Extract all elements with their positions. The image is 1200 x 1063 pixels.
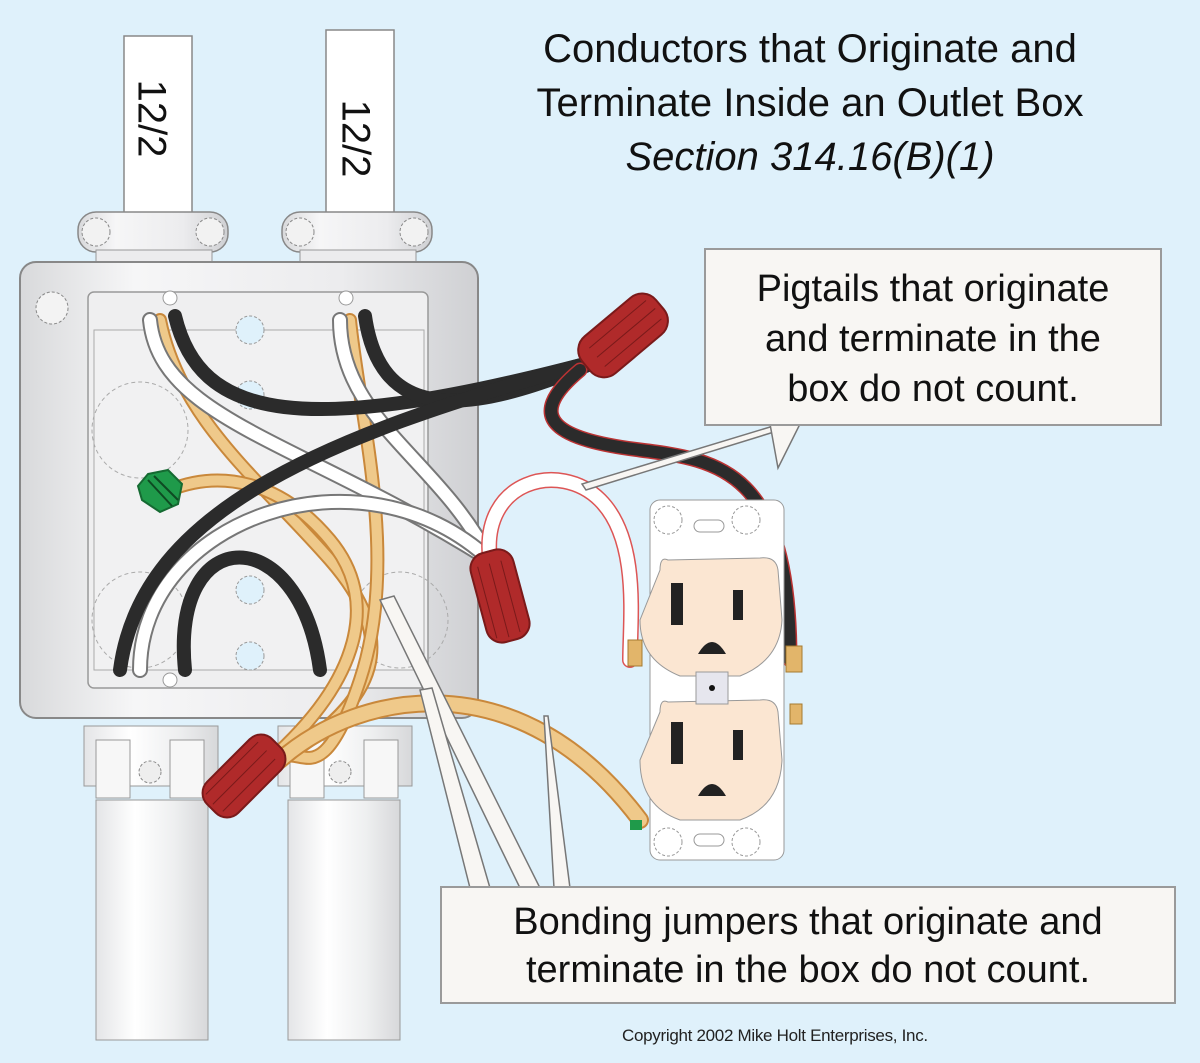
cable-label-left: 12/2 bbox=[129, 79, 174, 158]
cable-clamp-right bbox=[281, 211, 433, 263]
diagram-title: Conductors that Originate and Terminate … bbox=[480, 22, 1140, 184]
cable-right bbox=[325, 29, 395, 217]
bonding-line-2: terminate in the box do not count. bbox=[525, 949, 1091, 991]
wire-nut-middle bbox=[469, 548, 531, 644]
copyright-notice: Copyright 2002 Mike Holt Enterprises, In… bbox=[622, 1026, 928, 1045]
pigtails-line-1: Pigtails that originate bbox=[756, 268, 1110, 310]
ground-screw-icon bbox=[136, 468, 184, 514]
bonding-callout: Bonding jumpers that originate and termi… bbox=[440, 886, 1176, 1004]
wire-nut-bottom bbox=[201, 733, 287, 819]
cable-left bbox=[123, 35, 193, 217]
neutral-wires bbox=[132, 312, 640, 678]
pigtails-pointer bbox=[580, 423, 802, 491]
title-line-2: Terminate Inside an Outlet Box bbox=[536, 81, 1084, 125]
cable-clamp-left bbox=[77, 211, 229, 263]
title-line-1: Conductors that Originate and bbox=[543, 27, 1077, 71]
bonding-line-1: Bonding jumpers that originate and bbox=[513, 901, 1103, 943]
wire-nut-top bbox=[577, 292, 669, 379]
pigtails-callout: Pigtails that originate and terminate in… bbox=[704, 248, 1162, 426]
section-reference: Section 314.16(B)(1) bbox=[625, 135, 995, 179]
cable-label-right: 12/2 bbox=[333, 99, 378, 178]
conduit-right bbox=[277, 725, 413, 1041]
bonding-pointer bbox=[378, 595, 571, 889]
pigtails-line-3: box do not count. bbox=[787, 368, 1079, 410]
conduit-left bbox=[83, 725, 219, 1041]
duplex-receptacle bbox=[627, 499, 803, 861]
pigtails-line-2: and terminate in the bbox=[765, 318, 1101, 360]
